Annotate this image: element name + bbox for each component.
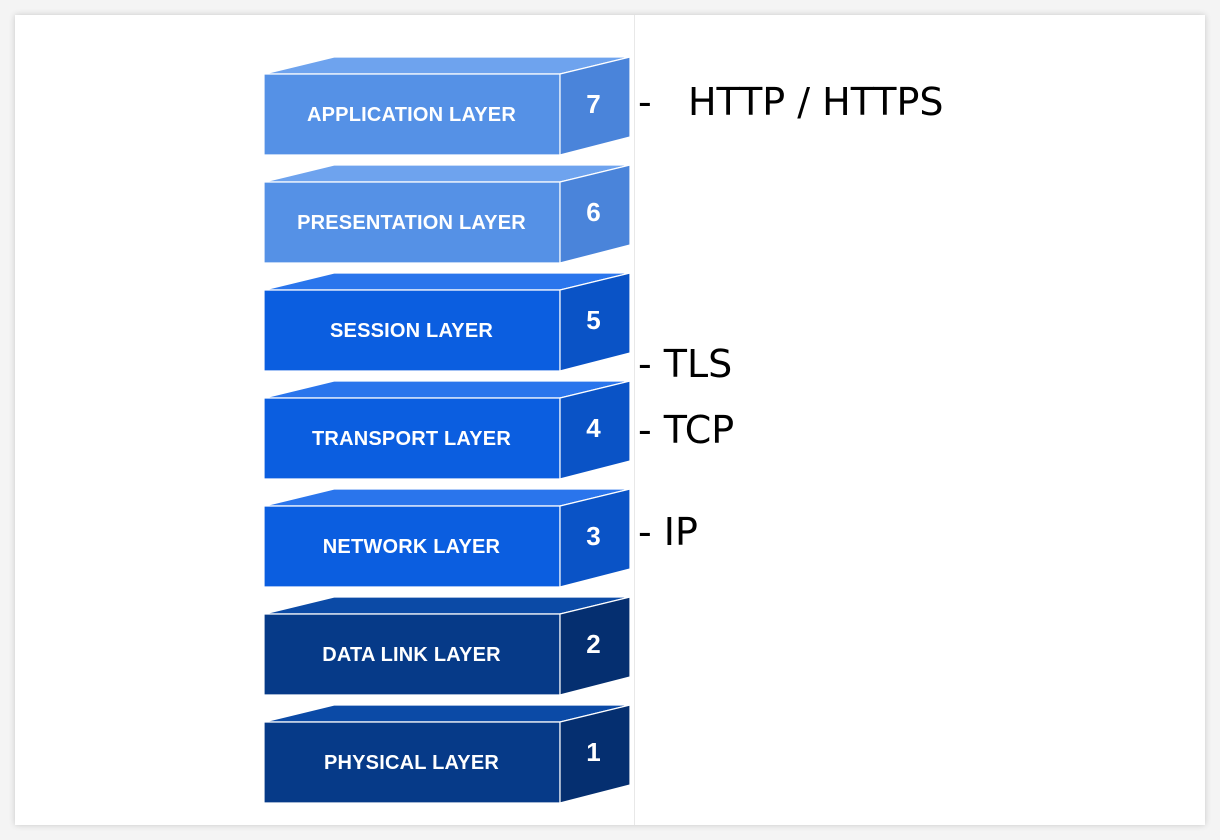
layer-7-shape: [264, 57, 631, 156]
vertical-divider: [634, 15, 635, 825]
layer-side-face: [559, 381, 631, 480]
layer-side-face: [559, 57, 631, 156]
layer-side-face: [559, 165, 631, 264]
layer-3-block: NETWORK LAYER 3: [264, 489, 632, 589]
layer-4-label: TRANSPORT LAYER: [312, 428, 511, 450]
protocol-tls-label: - TLS: [638, 342, 733, 386]
layer-3-shape: [264, 489, 631, 588]
layer-2-shape: [264, 597, 631, 696]
layer-6-block: PRESENTATION LAYER 6: [264, 165, 632, 265]
protocol-ip-label: - IP: [638, 510, 698, 554]
layer-3-number: 3: [586, 520, 601, 551]
layer-4-number: 4: [586, 412, 601, 443]
layer-7-block: APPLICATION LAYER 7: [264, 57, 632, 157]
layer-7-label: APPLICATION LAYER: [307, 104, 516, 126]
protocol-tcp-label: - TCP: [638, 408, 735, 452]
layer-1-shape: [264, 705, 631, 804]
layer-4-block: TRANSPORT LAYER 4: [264, 381, 632, 481]
protocol-http-label: - HTTP / HTTPS: [638, 80, 944, 124]
layer-7-number: 7: [586, 88, 601, 119]
layer-1-block: PHYSICAL LAYER 1: [264, 705, 632, 805]
layer-4-shape: [264, 381, 631, 480]
layer-2-label: DATA LINK LAYER: [322, 644, 501, 666]
layer-1-number: 1: [586, 736, 601, 767]
layer-2-number: 2: [586, 628, 601, 659]
layer-side-face: [559, 489, 631, 588]
layer-5-label: SESSION LAYER: [329, 320, 494, 342]
layer-6-shape: [264, 165, 631, 264]
layer-side-face: [559, 273, 631, 372]
layer-3-label: NETWORK LAYER: [322, 536, 501, 558]
layer-6-label: PRESENTATION LAYER: [297, 212, 526, 234]
layer-5-number: 5: [586, 304, 601, 335]
layer-6-number: 6: [586, 196, 601, 227]
layer-side-face: [559, 597, 631, 696]
layer-1-label: PHYSICAL LAYER: [323, 752, 500, 774]
layer-5-shape: [264, 273, 631, 372]
layer-5-block: SESSION LAYER 5: [264, 273, 632, 373]
layer-side-face: [559, 705, 631, 804]
layer-2-block: DATA LINK LAYER 2: [264, 597, 632, 697]
